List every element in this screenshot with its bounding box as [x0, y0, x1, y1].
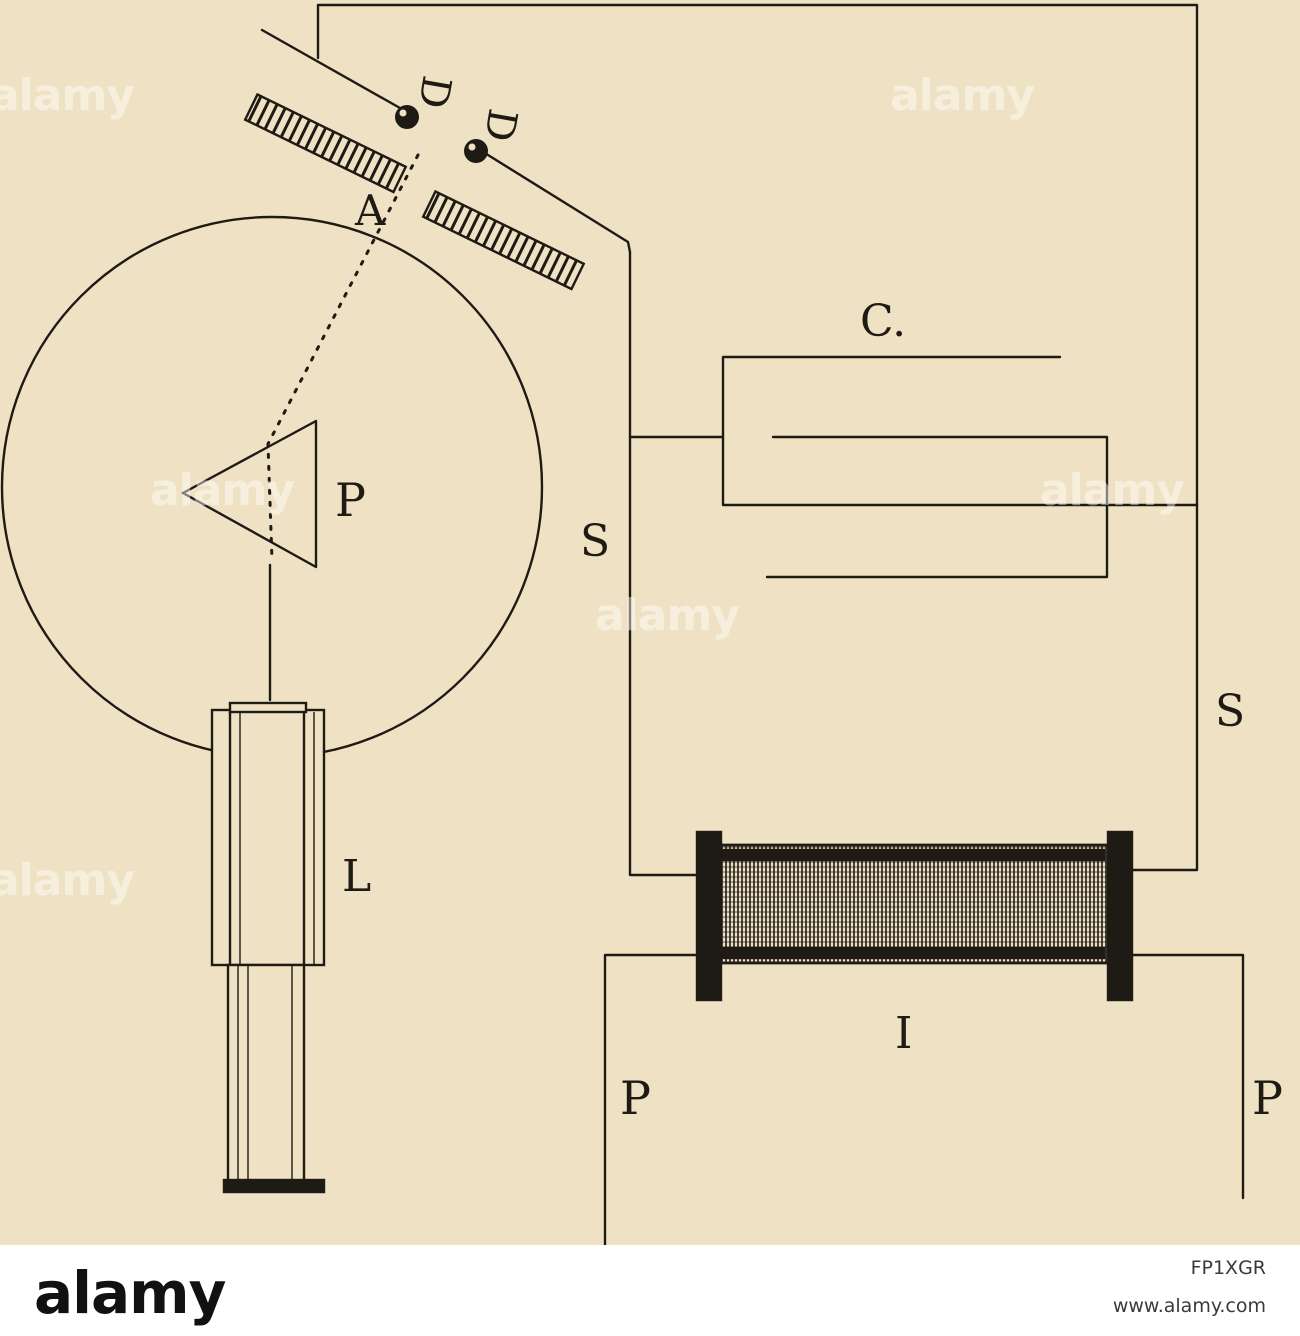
- spark-ball-label-1: D: [408, 72, 460, 112]
- primary-label-right: P: [1252, 1071, 1283, 1125]
- watermark-overlay: alamy: [150, 465, 295, 516]
- condenser-plate-set-1: [721, 355, 1109, 507]
- prism-label: P: [335, 473, 366, 527]
- spectroscope-circuit-diagram: D D A P L C. S S I P P alamy alamy alamy…: [0, 0, 1300, 1245]
- watermark-overlay: alamy: [1040, 465, 1185, 516]
- induction-coil-label: I: [895, 1008, 913, 1059]
- image-id: FP1XGR: [1190, 1257, 1266, 1279]
- light-ray-path: [266, 153, 420, 562]
- aperture-label: A: [355, 186, 386, 235]
- upper-electrode-rod: [260, 28, 402, 110]
- spark-ball-label-2: D: [474, 105, 526, 145]
- secondary-wire-left: [628, 250, 702, 877]
- alamy-logo: alamy: [34, 1259, 226, 1327]
- primary-wire-right: [1118, 953, 1245, 1200]
- induction-coil: [695, 830, 1134, 1002]
- primary-wire-left: [603, 953, 702, 1245]
- slit-plates: [243, 92, 586, 291]
- secondary-wire-top: [316, 3, 1199, 507]
- secondary-label-right: S: [1215, 686, 1246, 737]
- spark-gap-balls: [395, 105, 488, 163]
- lens-tube-label: L: [342, 851, 372, 902]
- watermark-band: alamy FP1XGR www.alamy.com: [0, 1245, 1300, 1336]
- secondary-label-left: S: [580, 516, 611, 567]
- watermark-overlay: alamy: [0, 70, 135, 121]
- site-url: www.alamy.com: [1112, 1295, 1266, 1317]
- lower-electrode-rod: [478, 148, 632, 254]
- lens-tube: [210, 701, 326, 1194]
- primary-label-left: P: [620, 1071, 651, 1125]
- watermark-overlay: alamy: [595, 590, 740, 641]
- watermark-overlay: alamy: [890, 70, 1035, 121]
- watermark-overlay: alamy: [0, 855, 135, 906]
- prism: [181, 419, 318, 569]
- condenser-plate-set-2: [765, 435, 1109, 579]
- condenser-label: C.: [860, 296, 907, 347]
- secondary-wire-right: [1118, 503, 1199, 872]
- diagram-drawing: [0, 3, 1245, 1245]
